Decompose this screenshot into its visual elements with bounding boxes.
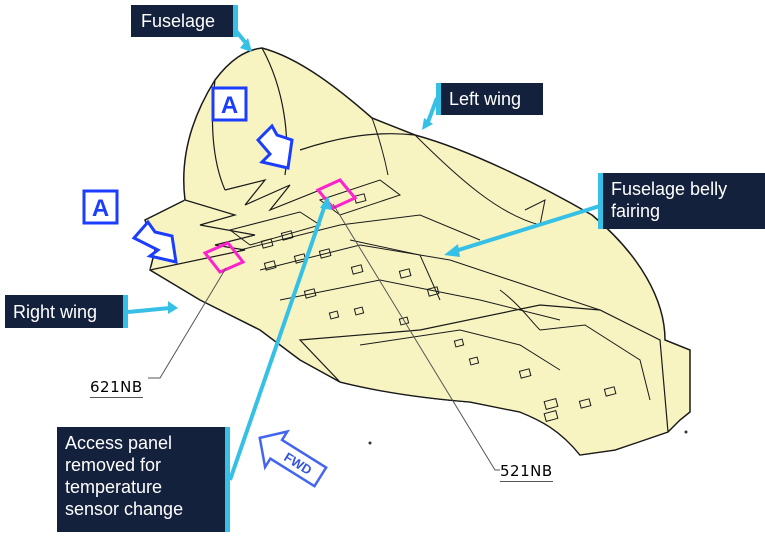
panel-ref-521nb: 521NB xyxy=(500,462,553,482)
view-arrow-upper-icon xyxy=(255,123,294,170)
callout-fuselage-accent xyxy=(233,5,238,37)
panel-line-6 xyxy=(349,239,441,301)
view-marker-a-upper: A xyxy=(211,86,294,170)
ref-leader-521nb xyxy=(332,203,500,471)
view-arrow-lower-icon xyxy=(131,219,178,264)
wing-lower-edge xyxy=(524,199,546,226)
lower-belly-section xyxy=(298,304,669,456)
callout-fuselage-text: Fuselage xyxy=(141,11,216,31)
callout-left-wing-accent xyxy=(436,83,441,115)
callout-right-wing-text: Right wing xyxy=(13,302,98,322)
fuselage-contour-4 xyxy=(371,117,389,176)
panel-line-4 xyxy=(318,179,402,216)
callout-belly-fairing-text-2: fairing xyxy=(611,201,661,221)
callout-belly-fairing: Fuselage belly fairing xyxy=(598,173,765,229)
callout-access-panel-text-3: temperature xyxy=(65,477,163,497)
ref-leader-621nb xyxy=(148,267,227,379)
view-marker-a-lower: A xyxy=(82,189,178,264)
dot-2 xyxy=(684,430,688,434)
wing-root-curve xyxy=(414,134,541,226)
callout-access-panel-accent xyxy=(225,427,230,532)
callout-access-panel-text-4: sensor change xyxy=(65,499,184,519)
callout-access-panel: Access panel removed for temperature sen… xyxy=(57,427,230,532)
callout-right-wing: Right wing xyxy=(5,295,128,328)
callout-access-panel-text-1: Access panel xyxy=(65,433,173,453)
upper-fairing-edge xyxy=(224,178,321,212)
fwd-arrow-icon xyxy=(258,429,328,488)
dot-1 xyxy=(368,441,372,445)
panel-ref-621nb: 621NB xyxy=(90,378,143,398)
right-fairing-edge xyxy=(149,199,256,271)
fuselage-contour-3 xyxy=(299,133,416,151)
callout-belly-fairing-text-1: Fuselage belly xyxy=(611,179,728,199)
view-marker-a-lower-letter: A xyxy=(92,195,109,222)
callout-belly-fairing-accent xyxy=(598,173,603,229)
callout-right-wing-accent xyxy=(123,295,128,328)
small-access-panels xyxy=(260,193,617,423)
callout-left-wing: Left wing xyxy=(436,83,543,115)
panel-line-8 xyxy=(539,324,651,401)
panel-line-1 xyxy=(239,214,481,251)
fwd-arrow: FWD xyxy=(258,429,328,488)
callout-access-panel-text-2: removed for xyxy=(65,455,162,475)
panel-line-9 xyxy=(499,289,541,331)
callout-leaders xyxy=(127,24,604,481)
view-marker-a-upper-letter: A xyxy=(221,92,238,119)
callout-fuselage: Fuselage xyxy=(131,5,238,37)
panel-line-2 xyxy=(259,244,601,311)
panel-line-7 xyxy=(359,329,561,371)
callout-left-wing-text: Left wing xyxy=(449,89,522,109)
panel-line-3 xyxy=(279,279,561,321)
access-panel-621nb-highlight xyxy=(202,241,246,274)
